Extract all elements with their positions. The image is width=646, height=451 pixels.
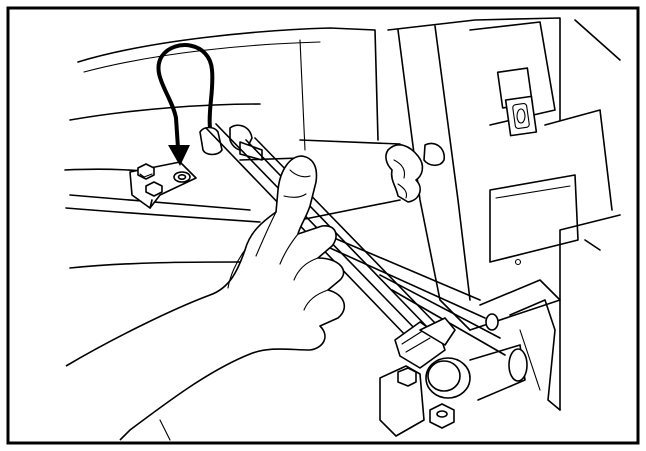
hex-bolt xyxy=(137,163,163,197)
hand xyxy=(65,155,346,441)
border-frame xyxy=(6,6,640,445)
curved-arrow-icon xyxy=(156,43,215,166)
rubber-latch xyxy=(385,142,445,203)
lower-bracket xyxy=(379,313,528,437)
rod-fitting xyxy=(394,317,471,399)
switch-plate xyxy=(496,67,538,137)
bracket xyxy=(129,161,197,209)
